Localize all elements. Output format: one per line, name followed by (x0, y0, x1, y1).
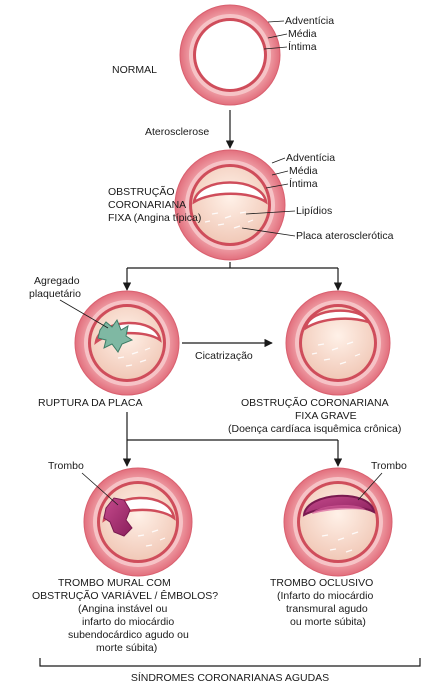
normal-media-label: Média (288, 28, 317, 40)
fixed-adventitia-label: Adventícia (286, 152, 335, 164)
fixed-lipids-label: Lipídios (296, 205, 332, 217)
scarring-label: Cicatrização (195, 350, 253, 362)
aggregate-label-line-2: plaquetário (29, 288, 81, 300)
fixed-intima-label: Íntima (289, 177, 318, 190)
fixed-adventitia-leader (272, 158, 285, 163)
fixed-plaque-label: Placa aterosclerótica (296, 230, 394, 242)
fixed-caption-line-3: FIXA (Angina típica) (108, 212, 201, 224)
fixed-obstruction-artery (175, 150, 285, 260)
occlusive-caption-line-3: transmural agudo (286, 603, 368, 615)
footer-title: SÍNDROMES CORONARIANAS AGUDAS (131, 671, 329, 684)
mural-thrombus-artery (84, 468, 192, 576)
occlusive-caption-line-4: ou morte súbita) (290, 616, 366, 628)
occlusive-caption-line-1: TROMBO OCLUSIVO (270, 577, 373, 589)
aggregate-label-line-1: Agregado (34, 275, 80, 287)
normal-intima-label: Íntima (288, 40, 317, 53)
mural-caption-line-6: morte súbita) (96, 642, 157, 654)
acute-syndromes-bracket (40, 658, 420, 666)
fixed-caption-line-2: CORONARIANA (108, 199, 186, 211)
plaque-rupture-artery (75, 291, 179, 395)
normal-artery (180, 5, 280, 105)
atherosclerosis-label: Aterosclerose (145, 126, 209, 138)
occlusive-thrombus-label: Trombo (371, 460, 407, 472)
rupture-caption: RUPTURA DA PLACA (38, 397, 142, 409)
mural-caption-line-5: subendocárdico agudo ou (68, 629, 189, 641)
mural-thrombus-label: Trombo (48, 460, 84, 472)
mural-caption-line-1: TROMBO MURAL COM (58, 577, 171, 589)
mural-caption-line-4: infarto do miocárdio (82, 616, 174, 628)
occlusive-thrombus-artery (284, 468, 392, 576)
mural-caption-line-3: (Angina instável ou (78, 603, 167, 615)
occlusive-caption-line-2: (Infarto do miocárdio (277, 590, 373, 602)
normal-adventitia-label: Adventícia (285, 15, 334, 27)
severe-caption-line-1: OBSTRUÇÃO CORONARIANA (241, 396, 389, 409)
normal-caption: NORMAL (112, 64, 157, 76)
mural-caption-line-2: OBSTRUÇÃO VARIÁVEL / ÊMBOLOS? (32, 589, 218, 602)
normal-adventitia-leader (268, 21, 284, 22)
severe-caption-line-3: (Doença cardíaca isquêmica crônica) (228, 423, 401, 435)
severe-obstruction-artery (286, 291, 390, 395)
severe-caption-line-2: FIXA GRAVE (295, 410, 357, 422)
fixed-media-label: Média (289, 165, 318, 177)
branch-connector-top (127, 262, 338, 290)
fixed-caption-line-1: OBSTRUÇÃO (108, 185, 175, 198)
